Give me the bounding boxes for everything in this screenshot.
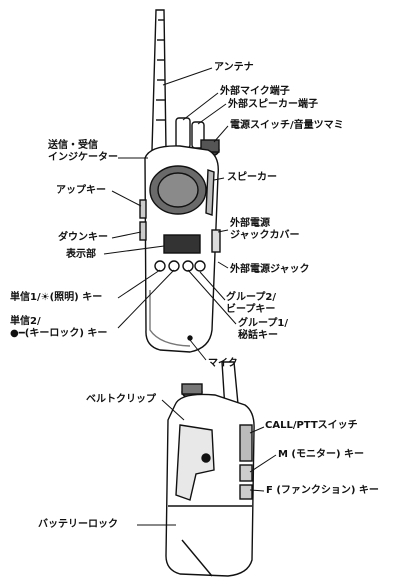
front-leader-lines [103,67,237,361]
label-belt-clip: ベルトクリップ [86,394,156,405]
label-ext-power-cover: 外部電源 ジャックカバー [230,218,300,241]
label-group1-secret-key: グループ1/ 秘話キー [238,318,289,341]
label-battery-lock: バッテリーロック [38,519,118,530]
label-ext-power-jack: 外部電源ジャック [230,264,310,275]
label-call-ptt: CALL/PTTスイッチ [265,420,358,431]
label-speaker: スピーカー [227,172,277,183]
label-monitor-key: M (モニター) キー [278,449,365,460]
label-function-key: F (ファンクション) キー [266,485,379,496]
front-radio-drawing [139,9,221,353]
label-antenna: アンテナ [214,62,254,73]
label-ext-speaker-jack: 外部スピーカー端子 [228,99,318,110]
label-tx-rx-indicator: 送信・受信 インジケーター [48,140,118,163]
label-up-key: アップキー [56,185,106,196]
label-display: 表示部 [66,249,96,260]
back-leader-lines [137,399,277,526]
label-down-key: ダウンキー [58,232,108,243]
label-group2-beep-key: グループ2/ ビープキー [226,292,277,315]
label-ext-mic-jack: 外部マイク端子 [220,86,290,97]
label-single1-light-key: 単信1/☀(照明) キー [10,292,103,303]
back-radio-drawing [165,361,255,577]
label-mic: マイク [208,358,238,369]
label-single2-keylock-key: 単信2/ ●━(キーロック) キー [10,316,108,339]
label-power-volume: 電源スイッチ/音量ツマミ [230,120,344,131]
